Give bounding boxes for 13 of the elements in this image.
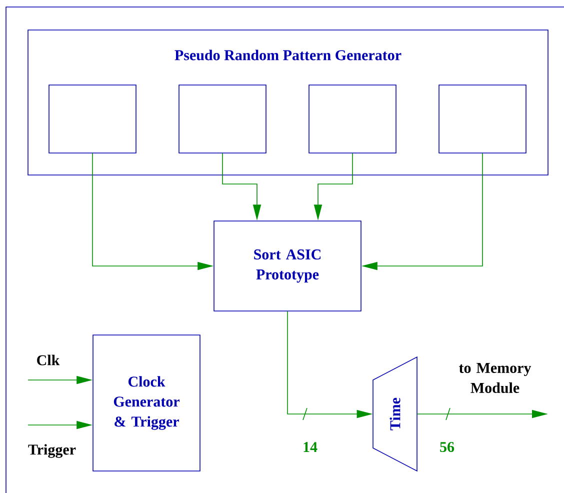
signal-label: Clk — [37, 354, 60, 366]
edge-label: 56 — [440, 442, 454, 452]
empty-box — [308, 84, 396, 154]
empty-box — [438, 84, 526, 154]
empty-box — [178, 84, 266, 154]
signal-label: Trigger — [28, 444, 76, 458]
multiplexer-trapezoid: Time — [372, 356, 418, 472]
empty-box — [48, 84, 136, 154]
edge-label: 14 — [304, 442, 318, 452]
process-box: Sort ASIC Prototype — [214, 220, 362, 312]
signal-label: to Memory Module — [459, 363, 532, 393]
process-box: Clock Generator & Trigger — [92, 334, 200, 472]
group-box: Pseudo Random Pattern Generator — [28, 30, 548, 176]
